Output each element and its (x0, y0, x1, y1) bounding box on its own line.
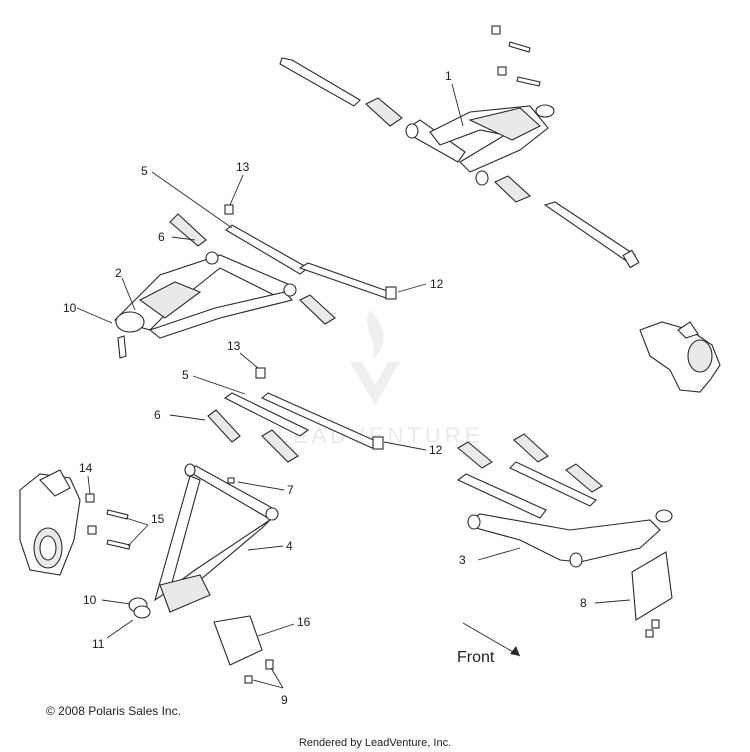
callout-13a: 13 (236, 160, 250, 174)
callout-12a: 12 (430, 277, 444, 291)
callout-11: 11 (92, 637, 105, 651)
skid-plate-right (631, 551, 673, 638)
callout-16: 16 (297, 615, 311, 629)
callout-15: 15 (151, 512, 165, 526)
knuckle-right (639, 321, 721, 393)
callout-5a: 5 (141, 164, 148, 178)
lower-a-arm-left (128, 463, 279, 619)
callout-13b: 13 (227, 339, 241, 353)
front-label: Front (457, 649, 495, 666)
callout-7: 7 (287, 483, 294, 497)
callout-5b: 5 (182, 368, 189, 382)
upper-a-arm-left (113, 204, 397, 359)
front-direction-indicator: Front (457, 622, 521, 666)
skid-plate-left (213, 615, 274, 684)
callout-6b: 6 (154, 408, 161, 422)
callout-6a: 6 (158, 230, 165, 244)
upper-a-arm-right (279, 25, 640, 269)
callout-8: 8 (580, 596, 587, 610)
callout-9: 9 (281, 693, 288, 707)
lower-a-arm-right (456, 433, 673, 568)
knuckle-left (19, 469, 131, 576)
rendered-by-credit: Rendered by LeadVenture, Inc. (298, 737, 452, 749)
callout-10b: 10 (83, 593, 97, 607)
callout-3: 3 (459, 553, 466, 567)
callout-4: 4 (286, 539, 293, 553)
copyright-notice: © 2008 Polaris Sales Inc. (46, 704, 181, 718)
callout-1: 1 (445, 69, 452, 83)
watermark-logo: LEADVENTURE (277, 310, 479, 448)
callout-10a: 10 (63, 301, 77, 315)
lower-left-shafts (207, 367, 384, 463)
callout-12b: 12 (429, 443, 443, 457)
callout-2: 2 (115, 266, 122, 280)
callout-14: 14 (79, 461, 93, 475)
callout-labels: 1 2 3 4 5 5 6 6 7 8 9 10 10 11 12 12 13 … (63, 69, 587, 707)
leader-lines (76, 83, 631, 689)
